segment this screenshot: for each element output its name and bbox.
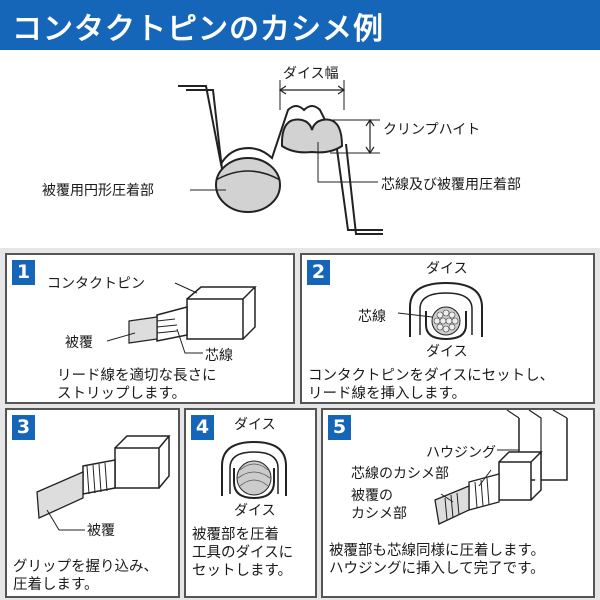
step-1-panel: 1 コンタクトピン 被覆 芯線 リード線を適切な長さに ストリップします。 [5, 253, 295, 404]
step-1-caption-line-2: ストリップします。 [57, 386, 187, 402]
step-1-pin-label: コンタクトピン [47, 276, 145, 292]
crimp-cross-section-graphic [178, 80, 383, 235]
step-1-number: 1 [12, 260, 35, 285]
page-title: コンタクトピンのカシメ例 [12, 12, 384, 47]
crimp-cross-section-diagram: ダイス幅 クリンプハイト 芯線及び被覆用圧着部 被覆用円形圧着部 [0, 50, 600, 248]
step-3-number: 3 [12, 415, 35, 440]
step-2-caption-line-1: コンタクトピンをダイスにセットし、 [308, 368, 555, 384]
step-4-graphic [221, 440, 287, 500]
step-2-die-bottom-label: ダイス [426, 344, 468, 360]
step-1-graphic [106, 282, 257, 354]
crimp-height-label: クリンプハイト [383, 122, 481, 138]
steps-area: 1 コンタクトピン 被覆 芯線 リード線を適切な長さに ストリップします。 2 [0, 248, 600, 600]
step-4-die-top-label: ダイス [234, 417, 276, 433]
insulation-round-crimp-label: 被覆用円形圧着部 [42, 183, 154, 199]
step-2-conductor-label: 芯線 [358, 309, 386, 325]
step-5-insulation-crimp-label-1: 被覆の [351, 488, 393, 504]
step-3-graphic [36, 435, 171, 531]
step-3-caption-line-2: 圧着します。 [13, 577, 99, 593]
step-4-die-bottom-label: ダイス [234, 503, 276, 519]
step-2-number: 2 [307, 260, 330, 285]
step-4-panel: 4 ダイス ダイス 被覆部を圧着 工具のダイスに セットします。 [184, 408, 317, 598]
step-5-caption-line-1: 被覆部も芯線同様に圧着します。 [329, 543, 546, 559]
step-5-insulation-crimp-label-2: カシメ部 [351, 506, 407, 522]
step-4-caption-line-3: セットします。 [192, 563, 293, 579]
step-5-panel: 5 ハウジング 芯線のカシメ部 被覆の カシメ部 被覆部も芯線同様に圧着します。… [321, 408, 595, 598]
step-5-housing-label: ハウジング [426, 445, 496, 461]
step-2-caption-line-2: リード線を挿入します。 [308, 386, 467, 402]
step-5-graphic [434, 409, 568, 525]
step-4-caption-line-2: 工具のダイスに [192, 545, 294, 561]
step-1-conductor-label: 芯線 [205, 348, 233, 364]
step-3-panel: 3 被覆 グリップを握り込み、 圧着します。 [5, 408, 180, 598]
step-5-conductor-crimp-label: 芯線のカシメ部 [351, 466, 449, 482]
step-4-caption-line-1: 被覆部を圧着 [192, 527, 279, 543]
step-5-number: 5 [328, 415, 351, 440]
step-4-number: 4 [191, 415, 214, 440]
die-width-label: ダイス幅 [283, 66, 339, 82]
step-3-insulation-label: 被覆 [87, 523, 115, 539]
step-2-graphic [397, 281, 483, 341]
step-5-caption-line-2: ハウジングに挿入して完了です。 [329, 561, 545, 577]
step-1-insulation-label: 被覆 [65, 335, 93, 351]
header-bar: コンタクトピンのカシメ例 [0, 0, 600, 50]
step-1-caption-line-1: リード線を適切な長さに [57, 368, 217, 384]
conductor-insulation-crimp-label: 芯線及び被覆用圧着部 [381, 177, 521, 193]
step-2-die-top-label: ダイス [426, 261, 468, 277]
step-3-caption-line-1: グリップを握り込み、 [13, 559, 158, 575]
step-2-panel: 2 ダイス 芯線 ダイス コンタクトピンをダイスにセットし、 リード線を挿入しま… [300, 253, 595, 404]
